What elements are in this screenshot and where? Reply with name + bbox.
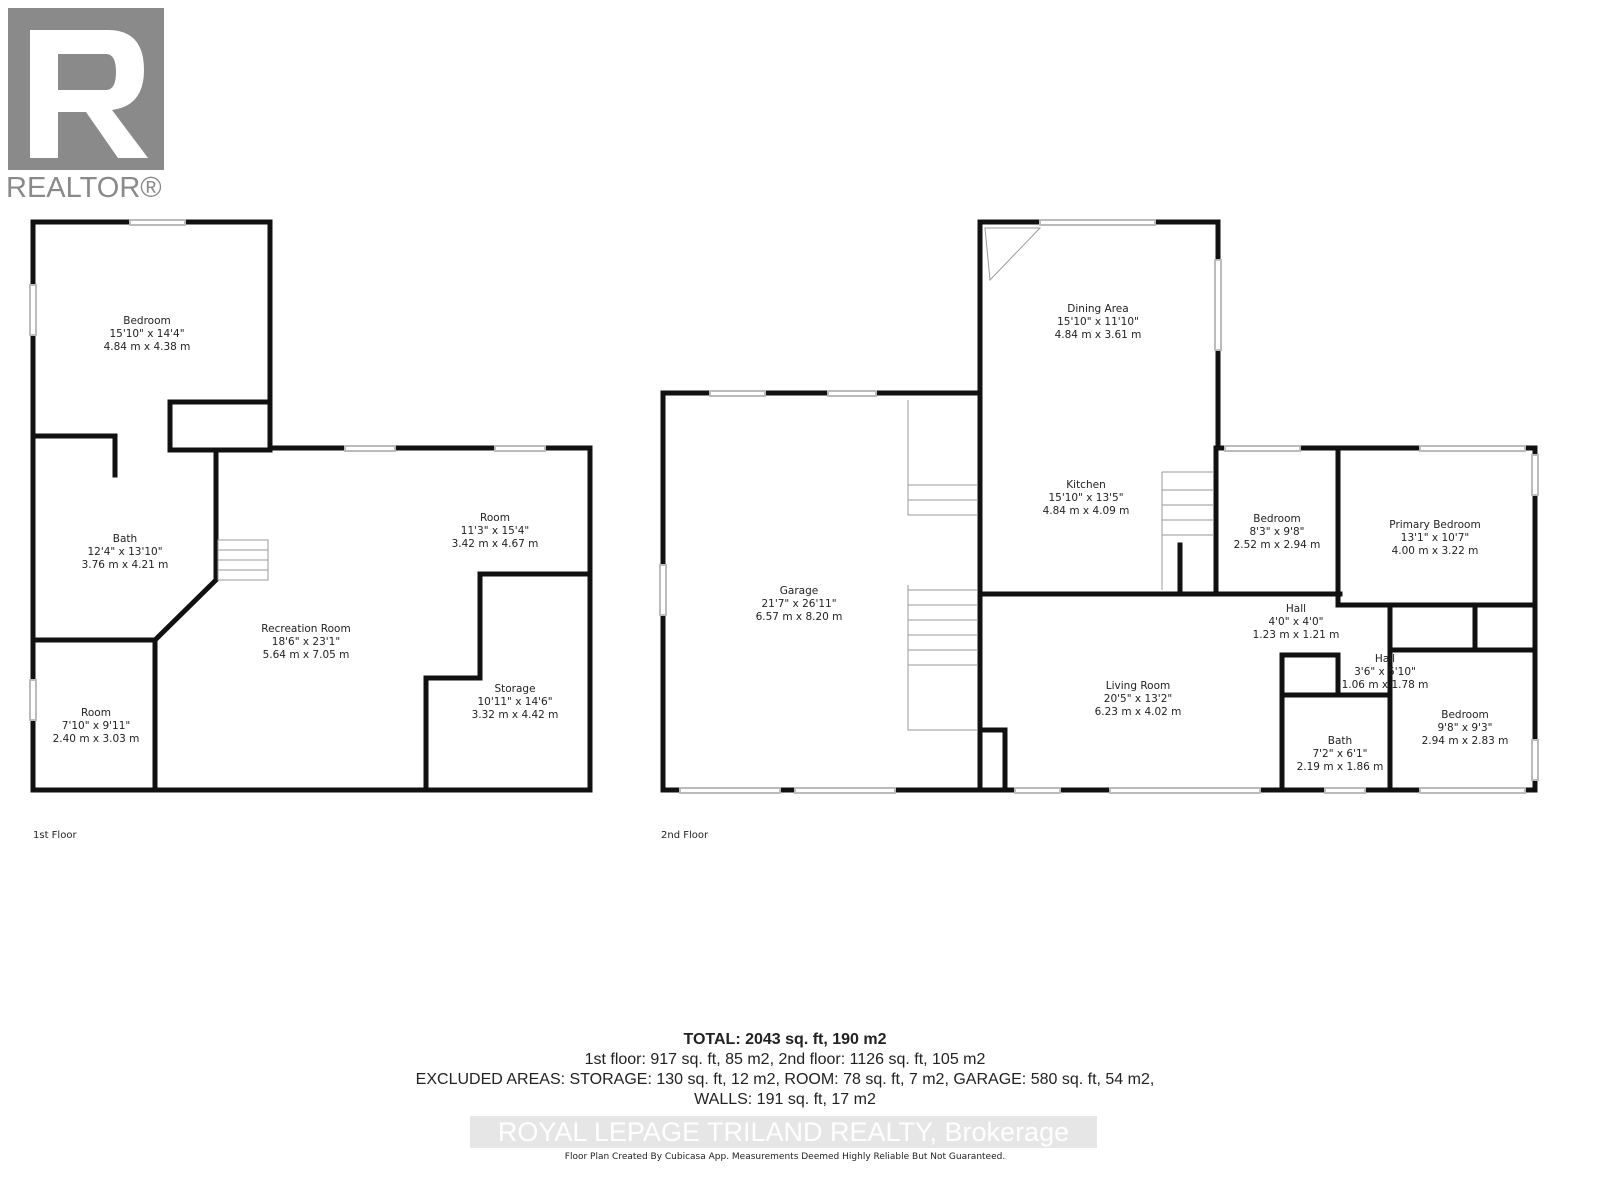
credit-note: Floor Plan Created By Cubicasa App. Meas… [564,1152,1006,1162]
floor-label-2nd: 2nd Floor [661,830,709,841]
excluded-areas: EXCLUDED AREAS: STORAGE: 130 sq. ft, 12 … [415,1071,1155,1088]
realtor-logo-text: REALTOR® [6,172,162,204]
walls-area: WALLS: 191 sq. ft, 17 m2 [694,1091,876,1108]
realtor-logo [8,8,164,170]
windows [29,219,1539,794]
total-area: TOTAL: 2043 sq. ft, 190 m2 [683,1031,887,1048]
brokerage-watermark: ROYAL LEPAGE TRILAND REALTY, Brokerage [470,1116,1097,1148]
area-summary: TOTAL: 2043 sq. ft, 190 m2 1st floor: 91… [0,1030,1570,1110]
stairs [217,227,1214,731]
floor-areas: 1st floor: 917 sq. ft, 85 m2, 2nd floor:… [584,1051,986,1068]
floor-label-1st: 1st Floor [33,830,77,841]
first-floor-walls [30,219,593,793]
